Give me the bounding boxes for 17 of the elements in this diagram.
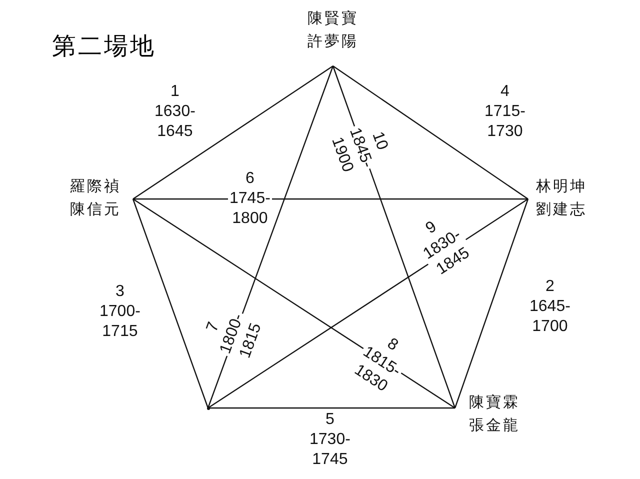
connector-line — [332, 66, 528, 200]
person-name: 陳寶霖 — [469, 393, 521, 413]
connector-line — [132, 198, 209, 408]
title: 第二場地 — [52, 33, 156, 62]
person-name: 陳賢寶 — [306, 9, 360, 29]
connector-line — [454, 198, 529, 408]
person-name: 羅際禎 — [70, 178, 122, 197]
connector-line — [132, 198, 456, 408]
connector-line — [132, 66, 334, 200]
person-name: 劉建志 — [536, 200, 588, 220]
person-name: 陳信元 — [70, 200, 122, 220]
person-name: 許夢陽 — [306, 32, 360, 52]
vertex-point — [206, 406, 210, 410]
connector-line — [133, 198, 528, 200]
person-name: 林明坤 — [536, 178, 588, 197]
connector-line — [208, 407, 455, 409]
person-name: 張金龍 — [469, 416, 521, 436]
